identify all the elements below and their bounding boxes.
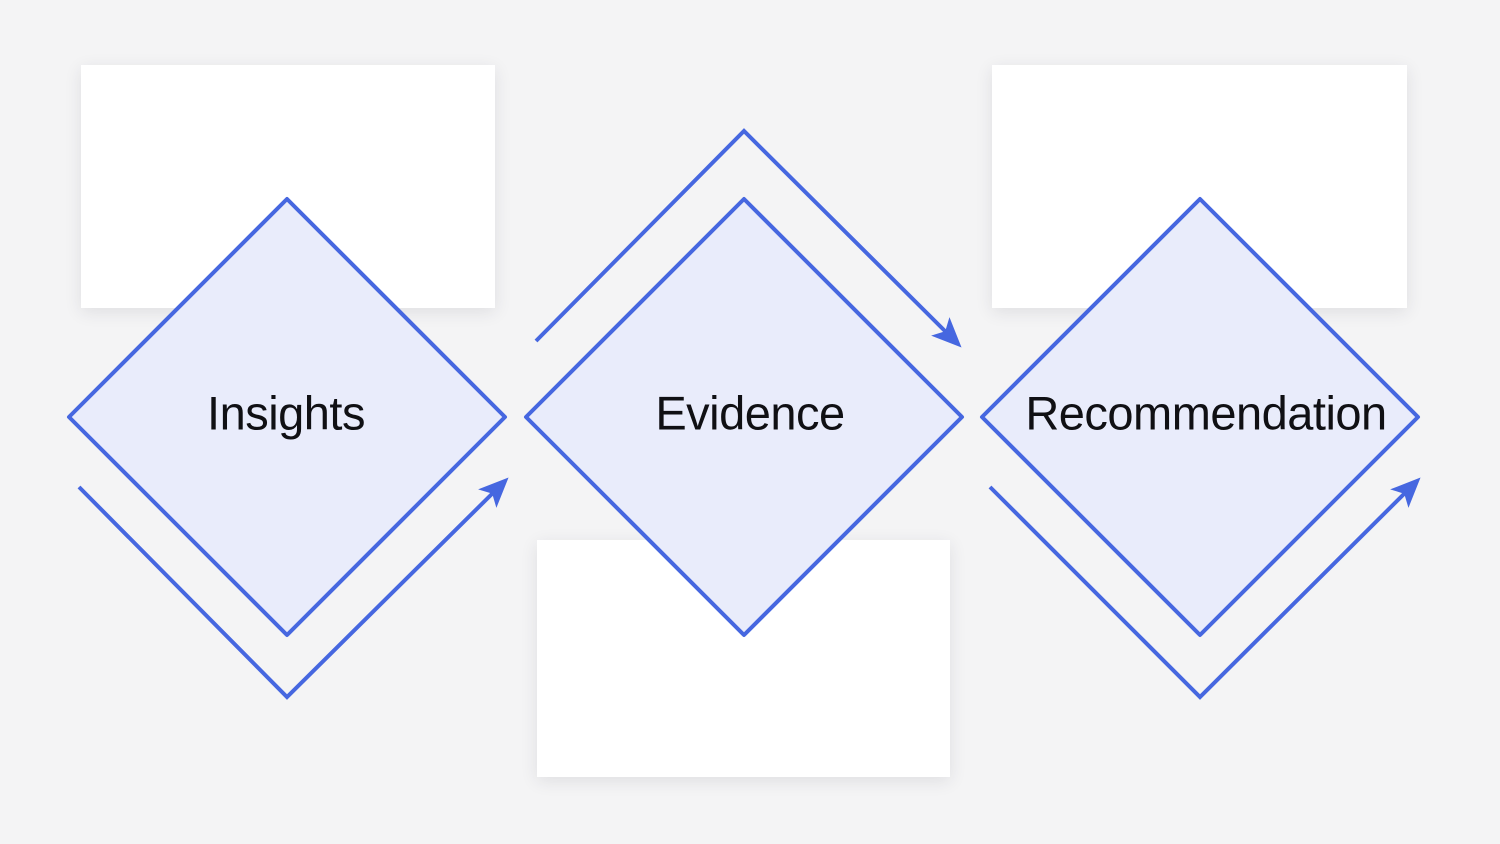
evidence-flow-arrow: [534, 128, 962, 348]
recommendation-diamond: [980, 197, 1420, 637]
insights-diamond: [67, 197, 507, 637]
evidence-diamond: [524, 197, 964, 637]
insights-flow-arrow: [77, 477, 509, 700]
recommendation-flow-arrow: [988, 477, 1421, 700]
